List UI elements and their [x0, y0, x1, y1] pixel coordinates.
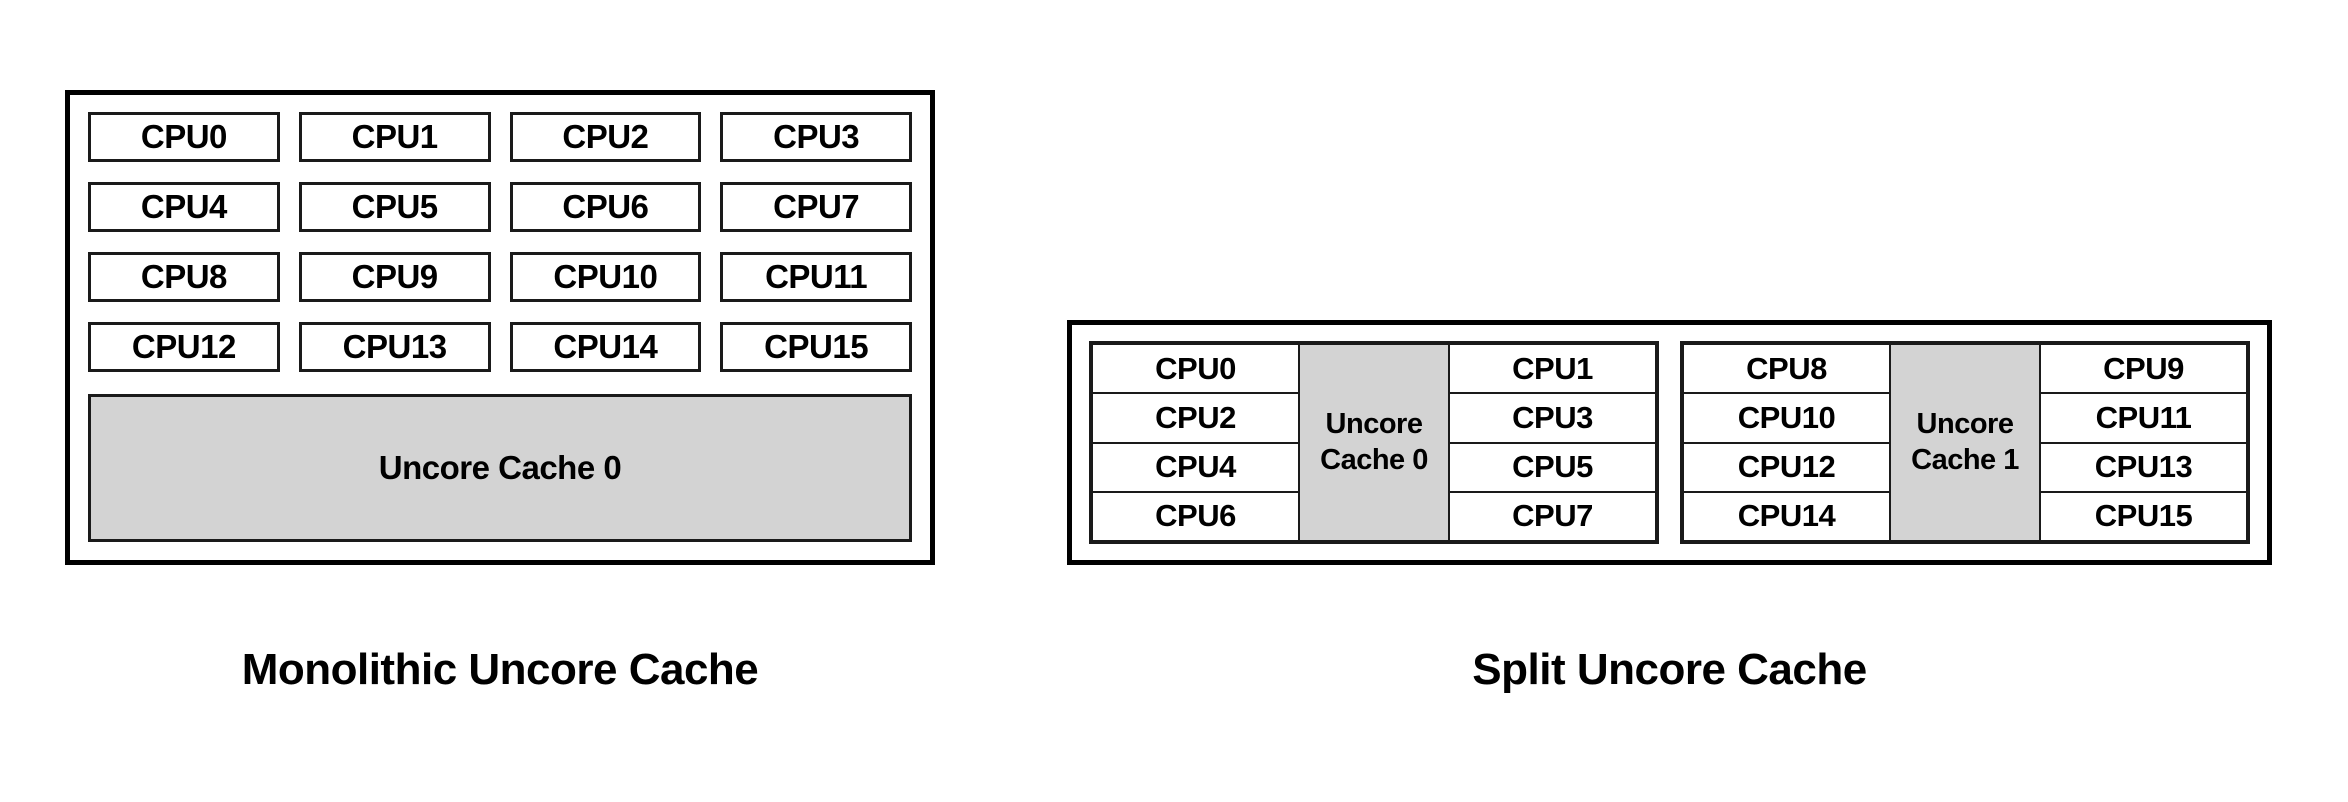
cpu-box: CPU5: [1448, 441, 1657, 493]
cpu-box: CPU5: [298, 182, 491, 232]
cpu-box: CPU13: [2039, 441, 2248, 493]
cpu-box: CPU4: [88, 182, 280, 232]
cpu-box: CPU10: [509, 252, 702, 302]
monolithic-cpu-grid: CPU0 CPU1 CPU2 CPU3 CPU4 CPU5 CPU6 CPU7 …: [88, 112, 912, 372]
split-group: CPU8 CPU10 CPU12 CPU14 Uncore Cache 1 CP…: [1680, 341, 2250, 544]
cpu-box: CPU6: [1091, 490, 1300, 542]
cpu-column-right: CPU1 CPU3 CPU5 CPU7: [1448, 343, 1657, 542]
cpu-box: CPU8: [88, 252, 280, 302]
uncore-cache-block: Uncore Cache 1: [1889, 343, 2041, 542]
cpu-box: CPU8: [1682, 343, 1891, 395]
monolithic-uncore-diagram: CPU0 CPU1 CPU2 CPU3 CPU4 CPU5 CPU6 CPU7 …: [65, 90, 935, 565]
split-caption: Split Uncore Cache: [1472, 645, 1867, 694]
cpu-box: CPU2: [509, 112, 702, 162]
uncore-cache-block: Uncore Cache 0: [88, 394, 912, 542]
cpu-box: CPU12: [1682, 441, 1891, 493]
split-group: CPU0 CPU2 CPU4 CPU6 Uncore Cache 0 CPU1 …: [1089, 341, 1659, 544]
cpu-box: CPU15: [720, 322, 912, 372]
split-uncore-diagram: CPU0 CPU2 CPU4 CPU6 Uncore Cache 0 CPU1 …: [1067, 320, 2272, 565]
cpu-column-right: CPU9 CPU11 CPU13 CPU15: [2039, 343, 2248, 542]
cpu-box: CPU9: [2039, 343, 2248, 395]
cpu-box: CPU3: [720, 112, 912, 162]
cpu-box: CPU12: [88, 322, 280, 372]
cpu-box: CPU11: [720, 252, 912, 302]
cpu-box: CPU4: [1091, 441, 1300, 493]
cpu-box: CPU6: [509, 182, 702, 232]
cpu-box: CPU0: [88, 112, 280, 162]
cpu-box: CPU14: [1682, 490, 1891, 542]
cpu-box: CPU9: [298, 252, 491, 302]
cpu-box: CPU7: [1448, 490, 1657, 542]
cpu-column-left: CPU8 CPU10 CPU12 CPU14: [1682, 343, 1891, 542]
monolithic-caption: Monolithic Uncore Cache: [241, 645, 759, 694]
cpu-box: CPU1: [1448, 343, 1657, 395]
cpu-box: CPU13: [298, 322, 491, 372]
cpu-box: CPU2: [1091, 392, 1300, 444]
cpu-box: CPU11: [2039, 392, 2248, 444]
cpu-column-left: CPU0 CPU2 CPU4 CPU6: [1091, 343, 1300, 542]
uncore-cache-block: Uncore Cache 0: [1298, 343, 1450, 542]
cpu-box: CPU1: [298, 112, 491, 162]
cpu-box: CPU15: [2039, 490, 2248, 542]
cpu-box: CPU7: [720, 182, 912, 232]
cpu-box: CPU3: [1448, 392, 1657, 444]
cpu-box: CPU0: [1091, 343, 1300, 395]
cpu-box: CPU10: [1682, 392, 1891, 444]
cpu-box: CPU14: [509, 322, 702, 372]
